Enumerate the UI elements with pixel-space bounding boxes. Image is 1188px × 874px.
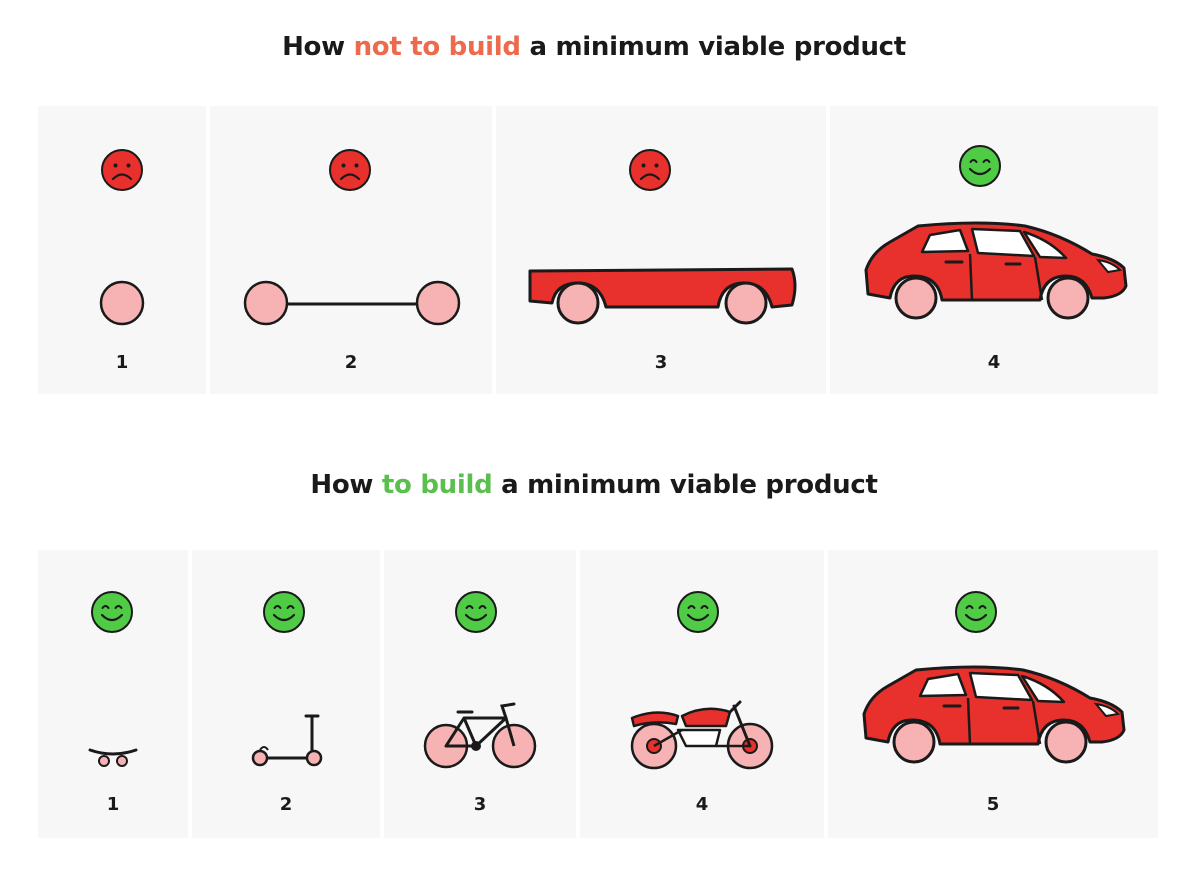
scooter-icon <box>251 714 323 767</box>
step-number: 2 <box>344 352 358 373</box>
step-number: 3 <box>473 794 487 815</box>
top-panel-3: 3 <box>496 106 826 394</box>
bottom-heading-highlight: to build <box>381 470 493 500</box>
bottom-heading-suffix: a minimum viable product <box>492 470 878 500</box>
step-number: 2 <box>279 794 293 815</box>
step-number: 1 <box>115 352 129 373</box>
step-number: 4 <box>987 352 1001 373</box>
bicycle-icon <box>423 702 537 769</box>
wheel-icon <box>99 280 145 326</box>
car-icon <box>860 218 1130 322</box>
sad-face-icon <box>100 148 144 192</box>
bottom-panel-2: 2 <box>192 550 380 838</box>
step-number: 3 <box>654 352 668 373</box>
bottom-heading-prefix: How <box>310 470 382 500</box>
bottom-panel-5: 5 <box>828 550 1158 838</box>
sad-face-icon <box>328 148 372 192</box>
top-heading-suffix: a minimum viable product <box>520 32 906 62</box>
chassis-icon <box>528 267 797 325</box>
happy-face-icon <box>954 590 998 634</box>
happy-face-icon <box>454 590 498 634</box>
bottom-panel-3: 3 <box>384 550 576 838</box>
happy-face-icon <box>262 590 306 634</box>
happy-face-icon <box>676 590 720 634</box>
bottom-panel-1: 1 <box>38 550 188 838</box>
step-number: 1 <box>106 794 120 815</box>
top-heading: How not to build a minimum viable produc… <box>0 32 1188 62</box>
bottom-heading: How to build a minimum viable product <box>0 470 1188 500</box>
car-icon <box>858 662 1128 766</box>
top-panel-2: 2 <box>210 106 492 394</box>
motorcycle-icon <box>630 700 774 770</box>
step-number: 4 <box>695 794 709 815</box>
axle-icon <box>243 280 461 326</box>
top-heading-highlight: not to build <box>353 32 521 62</box>
happy-face-icon <box>90 590 134 634</box>
bottom-panel-4: 4 <box>580 550 824 838</box>
sad-face-icon <box>628 148 672 192</box>
top-heading-prefix: How <box>282 32 354 62</box>
happy-face-icon <box>958 144 1002 188</box>
skateboard-icon <box>88 748 138 767</box>
top-panel-4: 4 <box>830 106 1158 394</box>
step-number: 5 <box>986 794 1000 815</box>
top-panel-1: 1 <box>38 106 206 394</box>
